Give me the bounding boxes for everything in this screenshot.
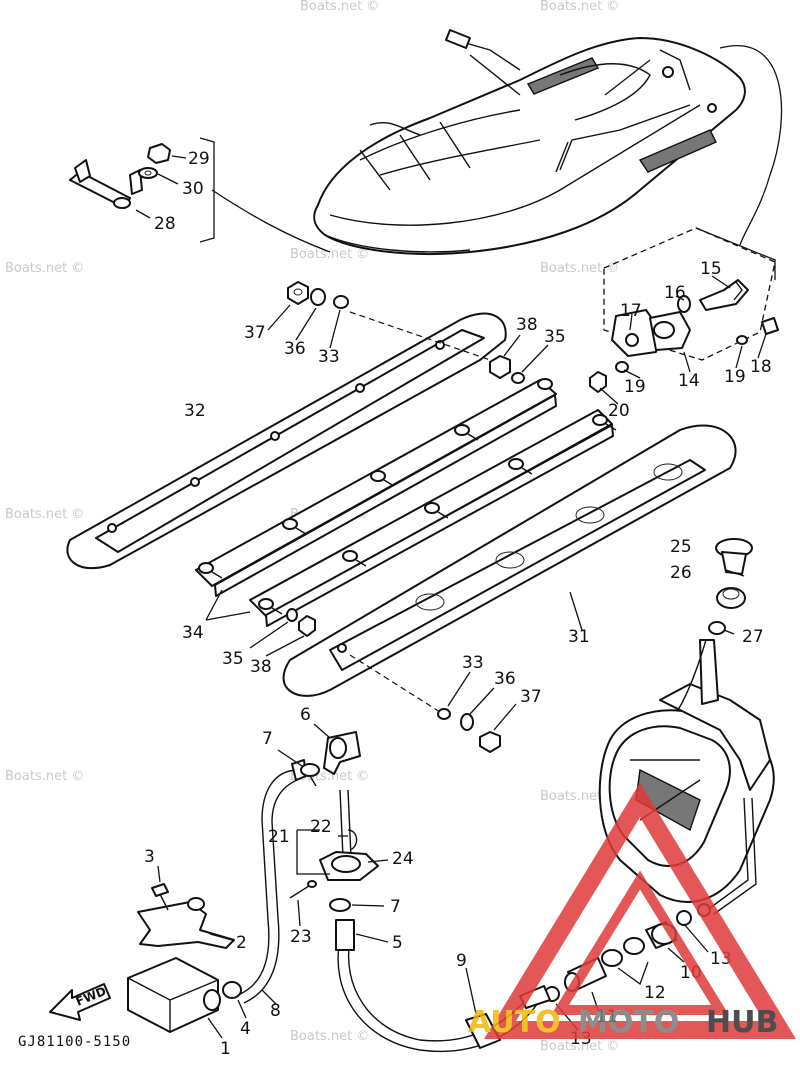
callout-29: 29 (188, 149, 210, 169)
bracket-24 (319, 829, 379, 881)
callout-27: 27 (742, 627, 764, 647)
brand-moto: MOTO (578, 1005, 679, 1040)
callout-2: 2 (236, 933, 247, 953)
plug-33-top (333, 295, 349, 309)
callout-6: 6 (300, 705, 311, 725)
callout-19a: 19 (624, 377, 646, 397)
callout-8: 8 (270, 1001, 281, 1021)
hook-bracket-28 (69, 159, 143, 209)
callout-33a: 33 (318, 347, 340, 367)
brand-hub: HUB (706, 1005, 778, 1040)
callout-30: 30 (182, 179, 204, 199)
brand-logo: AUTO MOTO HUB (468, 782, 797, 1040)
callout-24: 24 (392, 849, 414, 869)
nut-38-lower (298, 615, 316, 637)
callout-26: 26 (670, 563, 692, 583)
callout-21: 21 (268, 827, 290, 847)
callout-38b: 38 (250, 657, 272, 677)
callout-33b: 33 (462, 653, 484, 673)
watercraft-hull (313, 29, 746, 256)
callout-20: 20 (608, 401, 630, 421)
fwd-arrow-icon: FWD (49, 983, 111, 1021)
callout-9: 9 (456, 951, 467, 971)
clip-7-upper (300, 763, 320, 787)
brand-auto: AUTO (468, 1005, 561, 1040)
callout-36a: 36 (284, 339, 306, 359)
callout-34: 34 (182, 623, 204, 643)
washer-12 (601, 937, 645, 967)
nut-37-top (287, 281, 309, 305)
callout-labels: 29 30 28 15 16 17 18 19 14 19 20 37 36 3… (144, 149, 772, 1059)
duct-31 (282, 424, 737, 697)
watermark: Boats.net © (5, 769, 84, 784)
nut-38-upper (489, 355, 511, 379)
callout-14: 14 (678, 371, 700, 391)
watermark: Boats.net © (540, 0, 619, 14)
callout-7a: 7 (262, 729, 273, 749)
callout-4: 4 (240, 1019, 251, 1039)
elbow-6 (323, 731, 361, 775)
callout-23: 23 (290, 927, 312, 947)
clip-13 (544, 910, 692, 1002)
callout-12: 12 (644, 983, 666, 1003)
cap-25 (715, 538, 753, 577)
callout-31: 31 (568, 627, 590, 647)
callout-37b: 37 (520, 687, 542, 707)
sensor-assembly-14 (589, 227, 779, 393)
plug-33-lower (437, 708, 451, 720)
hose-8 (237, 759, 307, 1004)
callout-25: 25 (670, 537, 692, 557)
watermark: Boats.net © (540, 1039, 619, 1054)
callout-28: 28 (154, 214, 176, 234)
callout-1: 1 (220, 1039, 231, 1059)
bolts-34 (211, 423, 617, 615)
clip-27 (708, 621, 726, 635)
clamp-26 (716, 587, 746, 609)
washer-36-top (310, 288, 326, 306)
callout-22: 22 (310, 817, 332, 837)
bracket-2 (137, 897, 235, 949)
callout-32: 32 (184, 401, 206, 421)
callout-5: 5 (392, 933, 403, 953)
callout-15: 15 (700, 259, 722, 279)
watermark: Boats.net © (540, 261, 619, 276)
callout-16: 16 (664, 283, 686, 303)
screw-23 (289, 880, 317, 899)
clip-4 (222, 981, 242, 999)
callout-19b: 19 (724, 367, 746, 387)
washer-35-upper (511, 372, 525, 384)
callout-17: 17 (620, 301, 642, 321)
callout-37a: 37 (244, 323, 266, 343)
duct-32 (66, 312, 507, 570)
callout-3: 3 (144, 847, 155, 867)
callout-18: 18 (750, 357, 772, 377)
watermark: Boats.net © (5, 261, 84, 276)
washer-36-lower (460, 713, 474, 731)
callout-38a: 38 (516, 315, 538, 335)
drawing-code: GJ81100-5150 (18, 1034, 131, 1050)
watermark: Boats.net © (5, 507, 84, 522)
watermark: Boats.net © (290, 247, 369, 262)
washer-35-lower (286, 608, 298, 622)
callout-36b: 36 (494, 669, 516, 689)
watermark: Boats.net © (290, 1029, 369, 1044)
studs-34 (198, 378, 608, 610)
watermark: Boats.net © (300, 0, 379, 14)
callout-7b: 7 (390, 897, 401, 917)
screw-3 (151, 883, 169, 911)
washer-30 (138, 167, 158, 179)
callout-35a: 35 (544, 327, 566, 347)
nut-37-lower (479, 731, 501, 753)
nut-29 (147, 143, 171, 164)
clip-7-lower (329, 898, 351, 912)
box-1 (127, 957, 221, 1033)
callout-35b: 35 (222, 649, 244, 669)
